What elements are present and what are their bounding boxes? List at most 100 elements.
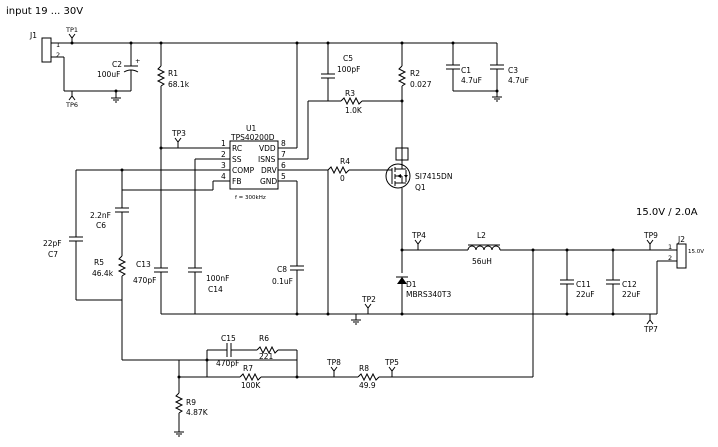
svg-text:R8: R8 bbox=[359, 364, 369, 373]
svg-text:TP4: TP4 bbox=[411, 231, 426, 240]
svg-text:R9: R9 bbox=[186, 398, 196, 407]
test-point-tp3: TP3 bbox=[171, 129, 186, 148]
svg-text:R2: R2 bbox=[410, 69, 420, 78]
svg-text:0.027: 0.027 bbox=[410, 80, 432, 89]
svg-text:4.87K: 4.87K bbox=[186, 408, 209, 417]
svg-text:TP2: TP2 bbox=[361, 295, 376, 304]
svg-text:TPS40200D: TPS40200D bbox=[230, 133, 275, 142]
svg-text:TP9: TP9 bbox=[643, 231, 658, 240]
test-point-tp5: TP5 bbox=[384, 358, 399, 377]
j1-pin1: 1 bbox=[56, 41, 60, 49]
svg-text:SI7415DN: SI7415DN bbox=[415, 172, 452, 181]
inductor-l2: L2 56uH bbox=[467, 231, 501, 266]
svg-text:R4: R4 bbox=[340, 157, 350, 166]
svg-text:8: 8 bbox=[281, 139, 286, 148]
svg-text:15.0V: 15.0V bbox=[688, 249, 704, 255]
svg-text:1.0K: 1.0K bbox=[345, 106, 363, 115]
svg-text:C13: C13 bbox=[136, 260, 151, 269]
svg-text:22pF: 22pF bbox=[43, 239, 62, 248]
svg-text:COMP: COMP bbox=[232, 166, 255, 175]
svg-text:4: 4 bbox=[221, 172, 226, 181]
svg-text:SS: SS bbox=[232, 155, 242, 164]
svg-text:100uF: 100uF bbox=[97, 70, 120, 79]
svg-text:TP7: TP7 bbox=[643, 325, 658, 334]
test-point-tp2: TP2 bbox=[361, 295, 376, 314]
svg-text:100K: 100K bbox=[241, 381, 261, 390]
svg-text:100pF: 100pF bbox=[337, 65, 360, 74]
resistor-r5: R5 46.4k bbox=[92, 255, 127, 360]
svg-text:TP6: TP6 bbox=[65, 101, 78, 109]
resistor-r6: R6 221 bbox=[256, 334, 297, 361]
svg-text:49.9: 49.9 bbox=[359, 381, 376, 390]
svg-text:+: + bbox=[135, 57, 140, 65]
resistor-r4: R4 0 bbox=[327, 157, 384, 183]
capacitor-c1: C1 4.7uF bbox=[446, 64, 482, 91]
j1-pin2: 2 bbox=[56, 51, 60, 59]
capacitor-c6: 2.2nF C6 bbox=[90, 207, 129, 256]
svg-text:470pF: 470pF bbox=[133, 276, 156, 285]
svg-text:56uH: 56uH bbox=[472, 257, 492, 266]
svg-text:R3: R3 bbox=[345, 89, 355, 98]
capacitor-c15: C15 470pF bbox=[207, 334, 257, 368]
svg-text:221: 221 bbox=[259, 352, 274, 361]
svg-text:TP1: TP1 bbox=[65, 26, 78, 34]
svg-text:C2: C2 bbox=[112, 60, 122, 69]
resistor-r3: R3 1.0K bbox=[308, 89, 402, 115]
svg-text:R5: R5 bbox=[94, 258, 104, 267]
svg-text:VDD: VDD bbox=[259, 144, 276, 153]
test-point-tp1: TP1 bbox=[65, 26, 78, 43]
mosfet-q1: SI7415DN Q1 bbox=[384, 147, 452, 192]
svg-text:6: 6 bbox=[281, 161, 286, 170]
svg-text:D1: D1 bbox=[406, 280, 417, 289]
junction-dots bbox=[70, 41, 615, 379]
svg-text:RC: RC bbox=[232, 144, 242, 153]
svg-text:0: 0 bbox=[340, 174, 345, 183]
resistor-r2: R2 0.027 bbox=[397, 43, 432, 148]
test-point-tp4: TP4 bbox=[411, 231, 426, 250]
capacitor-c2: + C2 100uF bbox=[97, 43, 140, 91]
ground-symbol bbox=[351, 314, 361, 325]
ground-symbol bbox=[174, 431, 184, 437]
svg-text:TP5: TP5 bbox=[384, 358, 399, 367]
svg-text:DRV: DRV bbox=[261, 166, 278, 175]
svg-text:C12: C12 bbox=[622, 280, 637, 289]
svg-text:f = 300kHz: f = 300kHz bbox=[235, 195, 266, 201]
svg-text:3: 3 bbox=[221, 161, 226, 170]
capacitor-c14: 100nF C14 bbox=[188, 267, 229, 314]
controller-u1: U1 TPS40200D f = 300kHz RC SS COMP FB 1 … bbox=[221, 124, 286, 201]
resistor-r1: R1 68.1k bbox=[156, 43, 190, 148]
svg-text:C14: C14 bbox=[208, 285, 223, 294]
svg-text:ISNS: ISNS bbox=[258, 155, 276, 164]
svg-text:22uF: 22uF bbox=[576, 290, 595, 299]
svg-text:1: 1 bbox=[221, 139, 226, 148]
test-point-tp9: TP9 bbox=[643, 231, 658, 250]
ground-symbol bbox=[111, 91, 121, 103]
svg-text:Q1: Q1 bbox=[415, 183, 426, 192]
output-rating-label: 15.0V / 2.0A bbox=[636, 207, 698, 218]
svg-text:J2: J2 bbox=[677, 235, 685, 244]
svg-text:68.1k: 68.1k bbox=[168, 80, 190, 89]
svg-text:46.4k: 46.4k bbox=[92, 269, 114, 278]
svg-text:R7: R7 bbox=[243, 364, 253, 373]
svg-text:C8: C8 bbox=[277, 265, 287, 274]
input-voltage-label: input 19 ... 30V bbox=[6, 6, 83, 17]
capacitor-c3: C3 4.7uF bbox=[490, 64, 529, 91]
svg-text:5: 5 bbox=[281, 172, 286, 181]
capacitor-c11: C11 22uF bbox=[560, 279, 595, 314]
svg-text:22uF: 22uF bbox=[622, 290, 641, 299]
test-point-tp8: TP8 bbox=[326, 358, 341, 377]
capacitor-c8: C8 0.1uF bbox=[272, 265, 304, 314]
capacitor-c13: C13 470pF bbox=[133, 260, 168, 314]
svg-text:GND: GND bbox=[260, 177, 277, 186]
capacitor-c7: 22pF C7 bbox=[43, 236, 83, 259]
svg-text:4.7uF: 4.7uF bbox=[461, 76, 482, 85]
resistor-r9: R9 4.87K bbox=[174, 377, 209, 432]
svg-text:470pF: 470pF bbox=[216, 359, 239, 368]
test-point-tp7: TP7 bbox=[643, 314, 658, 334]
resistor-r8: R8 49.9 bbox=[357, 364, 533, 390]
svg-text:C15: C15 bbox=[221, 334, 236, 343]
resistor-r7: R7 100K bbox=[239, 364, 358, 390]
svg-text:100nF: 100nF bbox=[206, 274, 229, 283]
svg-text:1: 1 bbox=[668, 243, 672, 251]
